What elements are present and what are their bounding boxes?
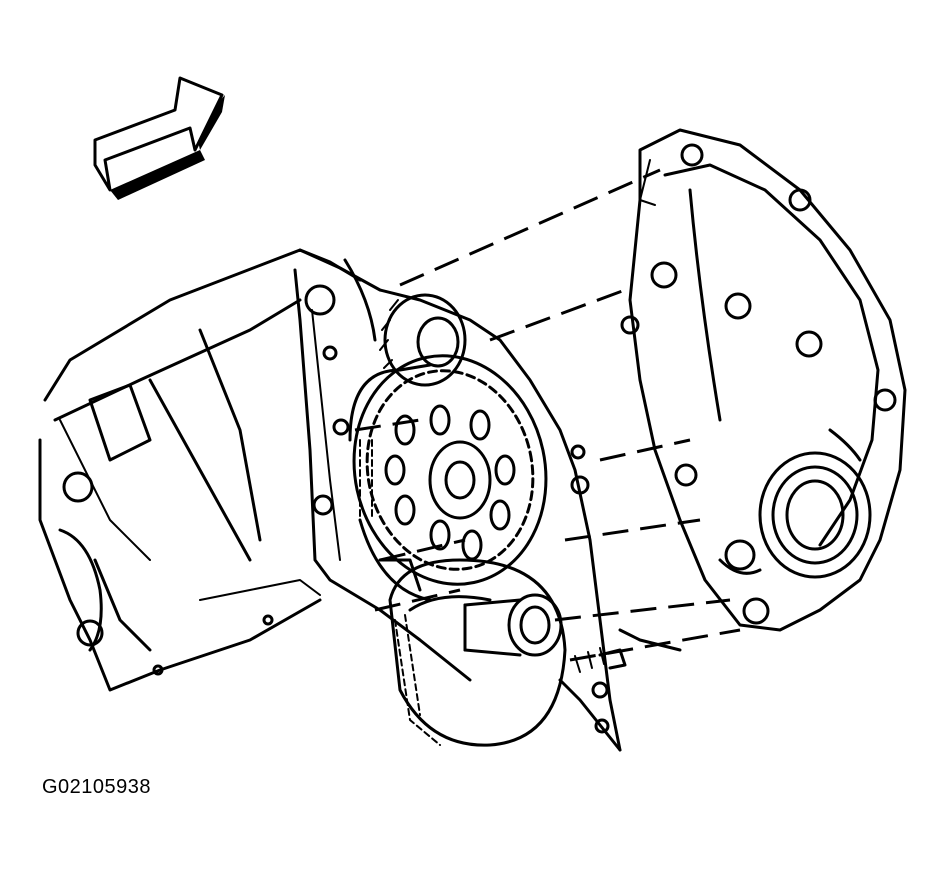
crankshaft-sprocket [378, 444, 627, 747]
camshaft-sprocket [348, 354, 548, 602]
seal-marks [574, 647, 605, 673]
alignment-lines [354, 168, 741, 662]
figure-id-label: G02105938 [42, 776, 152, 798]
timing-cover [618, 128, 907, 652]
front-arrow-icon [93, 76, 225, 200]
engine-front-plate [293, 248, 622, 752]
upper-gear [379, 293, 467, 387]
engine-block [38, 248, 362, 692]
